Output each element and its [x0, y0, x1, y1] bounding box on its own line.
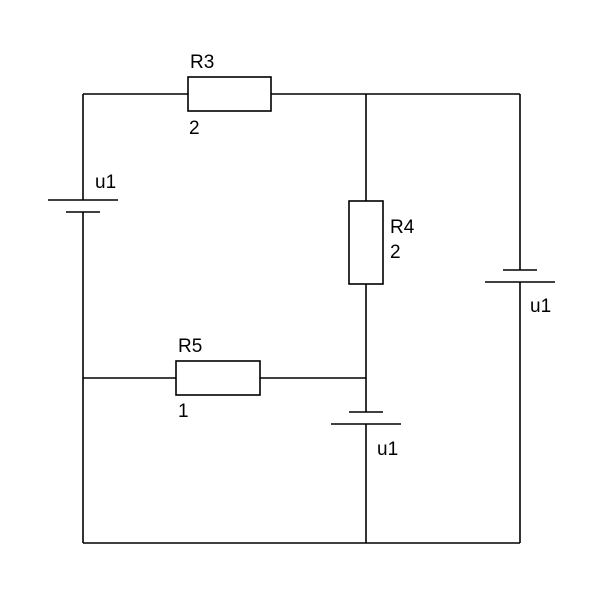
r4-name-label: R4: [390, 217, 415, 238]
r4-value-label: 2: [390, 242, 401, 263]
voltage-source-right: [485, 269, 555, 283]
r3-value-label: 2: [189, 118, 200, 139]
resistor-r3: [187, 76, 272, 112]
wires: [82, 93, 521, 544]
resistor-r4: [348, 200, 384, 285]
source-center-label: u1: [377, 439, 398, 460]
voltage-source-left: [48, 199, 118, 213]
r5-name-label: R5: [178, 336, 202, 357]
r5-value-label: 1: [178, 401, 189, 422]
r3-name-label: R3: [190, 52, 214, 73]
source-right-label: u1: [530, 296, 551, 317]
voltage-source-center: [331, 411, 401, 425]
resistor-r5: [175, 360, 261, 396]
source-left-label: u1: [95, 172, 116, 193]
